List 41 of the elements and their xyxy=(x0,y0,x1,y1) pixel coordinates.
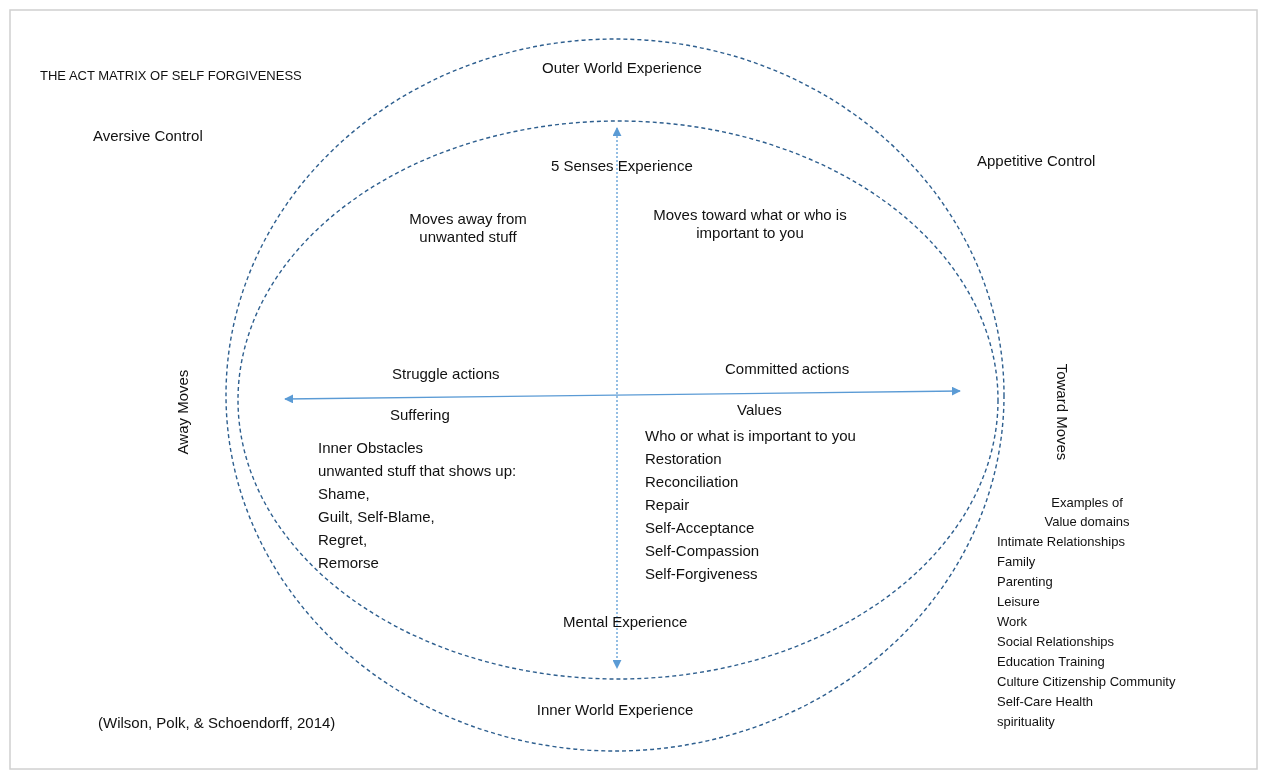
region-label: Guilt, Self-Blame, xyxy=(318,508,435,526)
region-label: Self-Compassion xyxy=(645,542,760,560)
region-label: Remorse xyxy=(318,554,379,572)
list-item: Self-Care Health xyxy=(997,693,1094,710)
region-label: Shame, xyxy=(318,485,370,503)
region-label: Moves toward what or who is important to you xyxy=(652,206,848,242)
list-item: Work xyxy=(997,613,1028,630)
list-item: Social Relationships xyxy=(997,633,1115,650)
region-label: Values xyxy=(737,401,782,419)
list-heading: Value domains xyxy=(1044,513,1130,530)
axis-label: Away Moves xyxy=(174,369,192,455)
region-label: Inner Obstacles xyxy=(318,439,424,457)
region-label: Struggle actions xyxy=(392,365,500,383)
region-label: Reconciliation xyxy=(645,473,739,491)
list-item: Intimate Relationships xyxy=(997,533,1125,550)
list-item: Education Training xyxy=(997,653,1105,670)
region-label: Restoration xyxy=(645,450,722,468)
region-label: Self-Forgiveness xyxy=(645,565,758,583)
region-label: Suffering xyxy=(390,406,450,424)
list-item: Parenting xyxy=(997,573,1053,590)
region-label: Repair xyxy=(645,496,690,514)
list-item: Family xyxy=(997,553,1036,570)
region-label: Outer World Experience xyxy=(542,59,702,77)
region-label: Inner World Experience xyxy=(536,701,694,719)
control-label: Appetitive Control xyxy=(977,152,1096,170)
region-label: Who or what is important to you xyxy=(645,427,856,445)
list-item: Culture Citizenship Community xyxy=(997,673,1176,690)
region-label: Self-Acceptance xyxy=(645,519,755,537)
region-label: Mental Experience xyxy=(563,613,688,631)
region-label: Moves away from unwanted stuff xyxy=(408,210,528,246)
region-label: unwanted stuff that shows up: xyxy=(318,462,517,480)
region-label: 5 Senses Experience xyxy=(551,157,693,175)
axis-label: Toward Moves xyxy=(1053,363,1071,461)
region-label: Regret, xyxy=(318,531,368,549)
citation: (Wilson, Polk, & Schoendorff, 2014) xyxy=(98,714,336,732)
diagram-title: THE ACT MATRIX OF SELF FORGIVENESS xyxy=(40,67,302,85)
list-item: Leisure xyxy=(997,593,1040,610)
list-heading: Examples of xyxy=(1051,494,1123,511)
region-label: Committed actions xyxy=(725,360,850,378)
list-item: spirituality xyxy=(997,713,1055,730)
control-label: Aversive Control xyxy=(93,127,203,145)
